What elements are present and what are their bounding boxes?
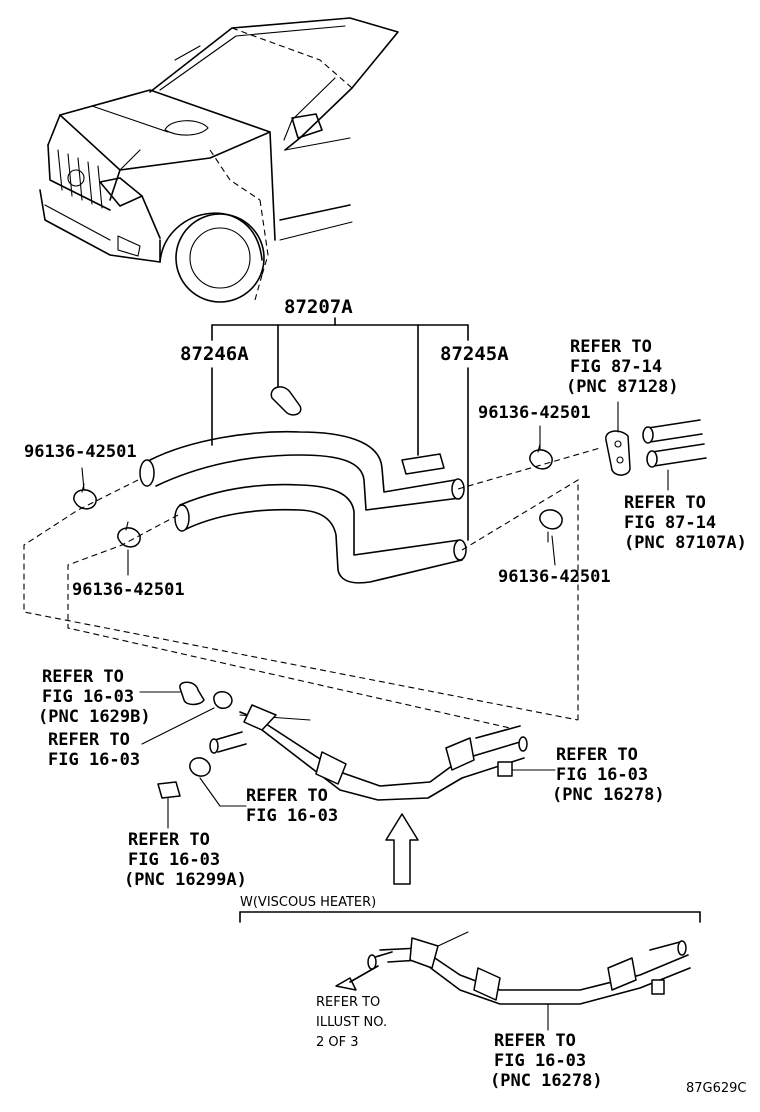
- lower-pipe-assembly: REFER TO FIG 16-03 (PNC 1629B) REFER TO …: [38, 667, 665, 890]
- variant-label: W(VISCOUS HEATER): [240, 895, 376, 910]
- clamp-label-top-left: 96136-42501: [24, 442, 137, 462]
- ref-fig1603-e-line1: REFER TO: [128, 830, 210, 850]
- ref-illust-line2: ILLUST NO.: [316, 1015, 387, 1030]
- arrow-up-outline-icon: [385, 813, 419, 885]
- ref-fig1603-a-line3: (PNC 1629B): [38, 707, 151, 727]
- clamp-label-mid-right: 96136-42501: [498, 567, 611, 587]
- ref-fig8714-a-line3: (PNC 87128): [566, 377, 679, 397]
- dashed-guides: [23, 447, 601, 729]
- ref-fig1603-d-line1: REFER TO: [246, 786, 328, 806]
- vehicle-illustration: [39, 17, 399, 303]
- ref-fig1603-d-line2: FIG 16-03: [246, 806, 338, 826]
- assembly-bracket: 87207A 87246A 87245A: [180, 296, 509, 541]
- ref-fig1603-f-line1: REFER TO: [494, 1031, 576, 1051]
- ref-fig8714-b-line1: REFER TO: [624, 493, 706, 513]
- ref-fig1603-b-line1: REFER TO: [48, 730, 130, 750]
- ref-fig1603-e-line3: (PNC 16299A): [124, 870, 247, 890]
- ref-fig1603-c-line3: (PNC 16278): [552, 785, 665, 805]
- ref-fig1603-f-line3: (PNC 16278): [490, 1071, 603, 1091]
- clamp-label-mid-left: 96136-42501: [72, 580, 185, 600]
- figure-code: 87G629C: [686, 1081, 747, 1096]
- ref-fig1603-c-line2: FIG 16-03: [556, 765, 648, 785]
- ref-fig1603-c-line1: REFER TO: [556, 745, 638, 765]
- ref-fig8714-a-line1: REFER TO: [570, 337, 652, 357]
- hose-left-label: 87246A: [180, 343, 249, 365]
- ref-illust-line1: REFER TO: [316, 995, 380, 1010]
- ref-fig1603-f-line2: FIG 16-03: [494, 1051, 586, 1071]
- assembly-label: 87207A: [284, 296, 353, 318]
- heater-connector: REFER TO FIG 87-14 (PNC 87128) REFER TO …: [566, 337, 747, 553]
- hose-clamps: 96136-42501 96136-42501 96136-42501 9613…: [24, 403, 611, 600]
- viscous-heater-variant: W(VISCOUS HEATER) REFER TO ILLUST NO. 2 …: [239, 895, 701, 1091]
- ref-fig1603-a-line1: REFER TO: [42, 667, 124, 687]
- hose-right-label: 87245A: [440, 343, 509, 365]
- ref-fig1603-b-line2: FIG 16-03: [48, 750, 140, 770]
- clamp-label-top-right: 96136-42501: [478, 403, 591, 423]
- ref-fig1603-e-line2: FIG 16-03: [128, 850, 220, 870]
- ref-fig1603-a-line2: FIG 16-03: [42, 687, 134, 707]
- ref-fig8714-b-line2: FIG 87-14: [624, 513, 716, 533]
- heater-hoses: [139, 386, 467, 584]
- ref-fig8714-b-line3: (PNC 87107A): [624, 533, 747, 553]
- ref-fig8714-a-line2: FIG 87-14: [570, 357, 662, 377]
- ref-illust-line3: 2 OF 3: [316, 1035, 359, 1050]
